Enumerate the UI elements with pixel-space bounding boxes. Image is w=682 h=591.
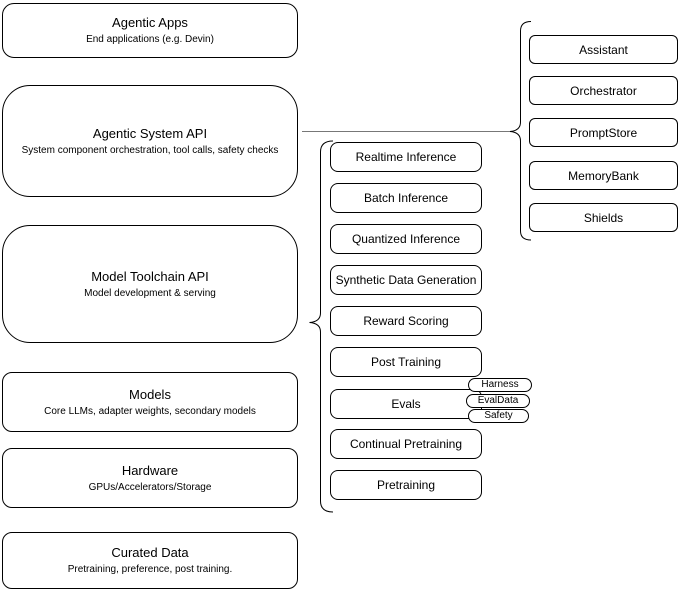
node-subtitle: End applications (e.g. Devin) xyxy=(86,34,214,45)
node-label: PromptStore xyxy=(569,125,638,140)
node-memorybank: MemoryBank xyxy=(529,161,678,190)
node-evals: Evals xyxy=(330,389,482,419)
node-label: Batch Inference xyxy=(363,191,449,205)
node-post-training: Post Training xyxy=(330,347,482,377)
node-subtitle: Pretraining, preference, post training. xyxy=(67,564,233,575)
node-label: Evals xyxy=(391,397,421,411)
node-assistant: Assistant xyxy=(529,35,678,64)
node-agentic-system-api: Agentic System API System component orch… xyxy=(2,85,298,197)
node-agentic-apps: Agentic Apps End applications (e.g. Devi… xyxy=(2,3,298,58)
node-subtitle: GPUs/Accelerators/Storage xyxy=(88,481,212,493)
node-models: Models Core LLMs, adapter weights, secon… xyxy=(2,372,298,432)
node-promptstore: PromptStore xyxy=(529,118,678,147)
tag-evaldata: EvalData xyxy=(466,394,530,408)
node-orchestrator: Orchestrator xyxy=(529,76,678,105)
tag-safety: Safety xyxy=(468,409,529,423)
node-subtitle: Core LLMs, adapter weights, secondary mo… xyxy=(44,405,256,417)
node-label: Continual Pretraining xyxy=(349,437,463,451)
node-pretraining: Pretraining xyxy=(330,470,482,500)
node-label: Post Training xyxy=(370,355,442,369)
node-label: Pretraining xyxy=(376,478,436,492)
system-brace xyxy=(509,21,532,241)
node-quantized-inference: Quantized Inference xyxy=(330,224,482,254)
node-label: Shields xyxy=(583,210,624,225)
node-subtitle: System component orchestration, tool cal… xyxy=(21,144,279,156)
tag-harness: Harness xyxy=(468,378,532,392)
node-continual-pretraining: Continual Pretraining xyxy=(330,429,482,459)
node-label: Realtime Inference xyxy=(355,150,457,164)
node-shields: Shields xyxy=(529,203,678,232)
node-label: Assistant xyxy=(579,42,628,57)
node-realtime-inference: Realtime Inference xyxy=(330,142,482,172)
node-title: Agentic System API xyxy=(92,125,208,141)
node-subtitle: Model development & serving xyxy=(84,287,216,299)
node-model-toolchain-api: Model Toolchain API Model development & … xyxy=(2,225,298,343)
node-label: Synthetic Data Generation xyxy=(335,273,477,287)
node-title: Model Toolchain API xyxy=(91,268,209,284)
node-label: Orchestrator xyxy=(570,83,637,98)
node-label: Quantized Inference xyxy=(351,232,461,246)
node-batch-inference: Batch Inference xyxy=(330,183,482,213)
node-title: Hardware xyxy=(121,462,179,478)
node-synthetic-data-generation: Synthetic Data Generation xyxy=(330,265,482,295)
node-hardware: Hardware GPUs/Accelerators/Storage xyxy=(2,448,298,508)
node-label: Reward Scoring xyxy=(363,314,449,328)
node-title: Agentic Apps xyxy=(112,15,188,30)
node-reward-scoring: Reward Scoring xyxy=(330,306,482,336)
node-title: Models xyxy=(129,386,171,402)
node-title: Curated Data xyxy=(111,545,189,560)
node-curated-data: Curated Data Pretraining, preference, po… xyxy=(2,532,298,589)
node-label: MemoryBank xyxy=(568,168,639,183)
